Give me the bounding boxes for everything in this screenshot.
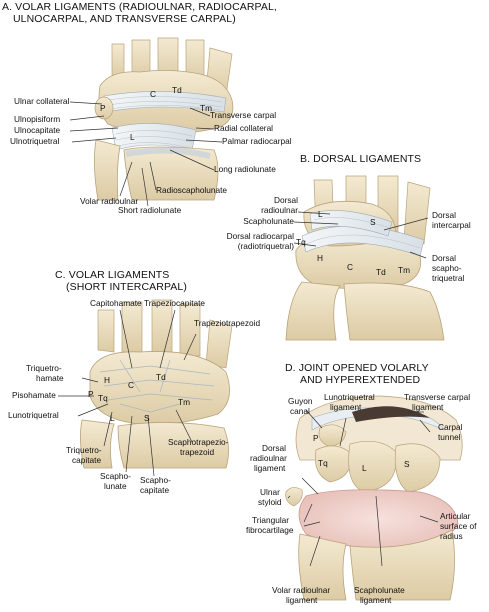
label-radioscapholunate: Radioscapholunate [156, 185, 228, 195]
bone-d-pisiform: P [313, 433, 319, 443]
bone-c-lunate: L [110, 413, 115, 423]
label-d-articular-3: radius [440, 531, 463, 541]
label-d-transverse-carpal-1: Transverse carpal [404, 392, 471, 402]
bone-c-trapezium: Tm [178, 397, 190, 407]
bone-a-pisiform: P [100, 103, 106, 113]
label-c-triquetrocapitate-2: capitate [72, 455, 102, 465]
label-d-scapholunate-1: Scapholunate [354, 585, 405, 595]
label-ulnotriquetral: Ulnotriquetral [10, 136, 60, 146]
label-d-triangular-1: Triangular [252, 515, 290, 525]
label-long-radiolunate: Long radiolunate [214, 164, 276, 174]
bone-d-triquetrum: Tq [318, 458, 328, 468]
label-b-dorsal-intercarpal-2: intercarpal [432, 220, 471, 230]
bone-a-lunate: L [130, 132, 135, 142]
label-d-triangular-2: fibrocartilage [246, 525, 294, 535]
label-b-dorsal-radiocarpal-1: Dorsal radiocarpal [226, 231, 294, 241]
label-ulnopisiform: Ulnopisiform [14, 114, 61, 124]
label-c-scaphotrapezio-2: trapezoid [180, 447, 215, 457]
label-d-guyon-2: canal [290, 406, 310, 416]
label-d-carpal-tunnel-2: tunnel [438, 432, 461, 442]
label-b-dorsal-scaphotriquetral-2: scapho- [432, 263, 462, 273]
label-c-scaphocapitate-1: Scapho- [140, 475, 171, 485]
bone-a-trapezium: Tm [200, 103, 212, 113]
panel-c-illustration [80, 299, 233, 469]
bone-a-capitate: C [150, 89, 156, 99]
label-b-dorsal-scaphotriquetral-1: Dorsal [432, 253, 456, 263]
label-c-capitohamate: Capitohamate [90, 298, 142, 308]
label-c-scaphocapitate-2: capitate [140, 485, 170, 495]
panel-b-title: B. DORSAL LIGAMENTS [300, 153, 422, 165]
bone-b-lunate: L [318, 209, 323, 219]
label-d-dorsal-radioulnar-1: Dorsal [262, 443, 286, 453]
label-d-ulnar-styloid-1: Ulnar [260, 487, 280, 497]
bone-c-hamate: H [104, 375, 110, 385]
label-c-scapholunate-1: Scapho- [100, 471, 131, 481]
label-d-volar-radioulnar-1: Volar radioulnar [272, 585, 331, 595]
label-ulnar-collateral: Ulnar collateral [14, 96, 70, 106]
label-c-lunotriquetral: Lunotriquetral [8, 410, 59, 420]
label-short-radiolunate: Short radiolunate [118, 205, 182, 215]
label-d-lunotriquetral-2: ligament [330, 402, 362, 412]
label-d-volar-radioulnar-2: ligament [286, 595, 318, 605]
label-d-dorsal-radioulnar-3: ligament [254, 463, 286, 473]
bone-b-capitate: C [347, 262, 353, 272]
label-d-lunotriquetral-1: Lunotriquetral [324, 392, 375, 402]
label-c-scapholunate-2: lunate [104, 481, 127, 491]
label-palmar-radiocarpal: Palmar radiocarpal [222, 136, 292, 146]
label-radial-collateral: Radial collateral [214, 123, 274, 133]
label-b-dorsal-scaphotriquetral-3: triquetral [432, 273, 465, 283]
panel-b-illustration [285, 175, 445, 341]
bone-b-scaphoid: S [370, 217, 376, 227]
label-d-ulnar-styloid-2: styloid [258, 497, 282, 507]
label-c-scaphotrapezio-1: Scaphotrapezio- [168, 437, 229, 447]
label-d-articular-1: Articular [440, 511, 471, 521]
bone-c-triquetrum: Tq [98, 393, 108, 403]
label-d-guyon-1: Guyon [288, 396, 313, 406]
panel-a-title-line-2: ULNOCARPAL, AND TRANSVERSE CARPAL) [13, 13, 236, 25]
label-d-transverse-carpal-2: ligament [412, 402, 444, 412]
label-ulnocapitate: Ulnocapitate [14, 125, 61, 135]
panel-d-title-line-2: AND HYPEREXTENDED [300, 374, 421, 386]
label-b-dorsal-radioulnar-1: Dorsal [274, 195, 298, 205]
bone-d-lunate: L [362, 463, 367, 473]
panel-c-title-line-1: C. VOLAR LIGAMENTS [55, 269, 170, 281]
panel-a-title-line-1: A. VOLAR LIGAMENTS (RADIOULNAR, RADIOCAR… [2, 1, 277, 13]
panel-d-title-line-1: D. JOINT OPENED VOLARLY [285, 362, 429, 374]
label-d-dorsal-radioulnar-2: radioulnar [250, 453, 287, 463]
label-c-pisohamate: Pisohamate [12, 390, 56, 400]
label-c-triquetrohamate-2: hamate [36, 373, 64, 383]
leader-lines [58, 101, 439, 567]
label-b-dorsal-radiocarpal-2: (radiotriquetral) [237, 241, 294, 251]
panel-d-illustration [285, 395, 463, 601]
bone-a-trapezoid: Td [172, 85, 182, 95]
bone-b-triquetrum: Tq [296, 237, 306, 247]
label-volar-radioulnar: Volar radioulnar [80, 196, 139, 206]
bone-b-hamate: H [317, 253, 323, 263]
bone-c-pisiform: P [88, 389, 94, 399]
bone-c-capitate: C [128, 380, 134, 390]
bone-b-trapezoid: Td [376, 267, 386, 277]
label-d-articular-2: surface of [440, 521, 477, 531]
panel-c-title-line-2: (SHORT INTERCARPAL) [66, 281, 187, 293]
label-c-triquetrohamate-1: Triquetro- [26, 363, 62, 373]
label-transverse-carpal: Transverse carpal [210, 110, 277, 120]
label-b-dorsal-intercarpal-1: Dorsal [432, 210, 456, 220]
label-d-scapholunate-2: ligament [360, 595, 392, 605]
label-c-triquetrocapitate-1: Triquetro- [66, 445, 102, 455]
label-d-carpal-tunnel-1: Carpal [438, 422, 463, 432]
bone-c-scaphoid: S [144, 413, 150, 423]
label-c-trapeziotrapezoid: Trapeziotrapezoid [194, 318, 261, 328]
label-c-trapeziocapitate: Trapeziocapitate [144, 298, 206, 308]
bone-d-scaphoid: S [404, 459, 410, 469]
label-b-dorsal-radioulnar-2: radioulnar [261, 205, 298, 215]
panel-a-illustration [94, 37, 234, 201]
label-b-scapholunate: Scapholunate [243, 216, 294, 226]
bone-b-trapezium: Tm [398, 265, 410, 275]
bone-c-trapezoid: Td [156, 372, 166, 382]
